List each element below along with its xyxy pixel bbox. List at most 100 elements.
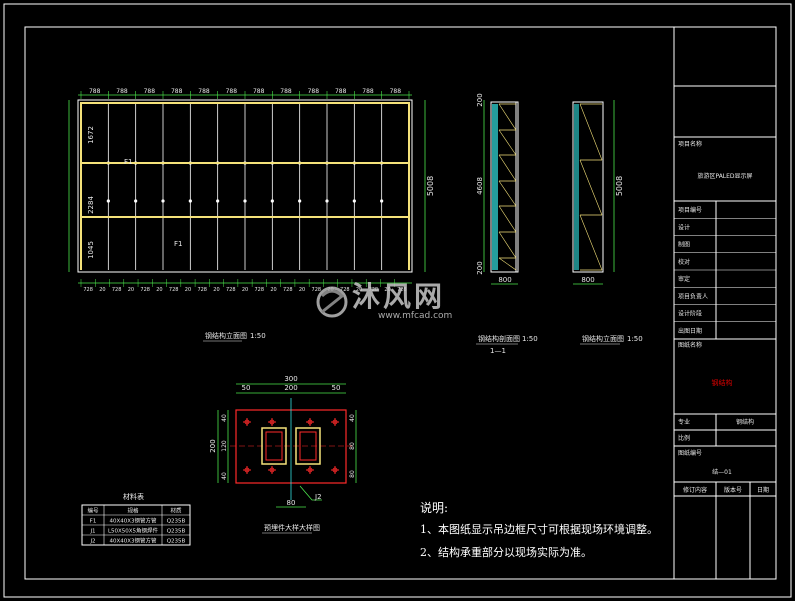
detail-right-dim-3: 80 xyxy=(349,470,356,478)
watermark-brand: 沐风网 xyxy=(352,280,445,313)
section1-bottom-dim: 800 xyxy=(498,276,511,284)
tb-rev-header-1: 修订内容 xyxy=(683,486,707,494)
outer-border xyxy=(3,3,792,598)
front-top-dim-label: 788 xyxy=(362,88,374,95)
front-bottom-dim-label: 20 xyxy=(270,287,276,293)
materials-cell: Q235B xyxy=(167,539,186,545)
front-joint xyxy=(298,199,302,203)
truss-diagonal xyxy=(498,205,517,233)
detail-bottom-dim: 80 xyxy=(287,499,296,507)
front-left-dim-2: 2284 xyxy=(87,196,95,214)
detail-top-dim-1: 50 xyxy=(242,384,251,392)
section2-right-dim: 5008 xyxy=(615,176,624,196)
front-top-dim-label: 788 xyxy=(335,88,347,95)
truss-diagonal xyxy=(498,129,517,156)
truss-diagonal xyxy=(579,214,603,271)
section1-dim-bottom: 200 xyxy=(476,261,484,274)
tb-ratio-label: 比例 xyxy=(678,434,690,442)
front-bottom-dim-label: 728 xyxy=(226,287,236,293)
tb-drawing-name-label: 图纸名称 xyxy=(678,341,702,349)
front-joint xyxy=(352,199,356,203)
front-joint xyxy=(325,199,329,203)
section-2-view: 5008 800 钢结构立面图 1:50 xyxy=(572,100,643,345)
detail-title: 预埋件大样大样图 xyxy=(264,523,320,532)
section2-scale: 1:50 xyxy=(627,335,643,343)
front-top-dim-label: 788 xyxy=(390,88,402,95)
tb-scale-label: 专业 xyxy=(678,418,690,426)
tb-scale-value: 钢结构 xyxy=(736,418,754,426)
materials-cell: 40X40X3钢管方管 xyxy=(109,517,157,525)
materials-cell: 材质 xyxy=(170,507,182,515)
front-bottom-dim-label: 728 xyxy=(283,287,293,293)
detail-left-dim-3: 40 xyxy=(221,472,228,480)
note-item-1: 1、本图纸显示吊边框尺寸可根据现场环境调整。 xyxy=(420,522,658,536)
materials-cell: 规格 xyxy=(127,507,139,515)
section2-bottom-dim: 800 xyxy=(581,276,594,284)
front-joint xyxy=(243,199,247,203)
front-bottom-dim-label: 728 xyxy=(197,287,207,293)
materials-cell: J1 xyxy=(89,529,95,535)
section2-frame xyxy=(572,101,604,273)
detail-left-total: 200 xyxy=(209,439,217,452)
drawing-frame xyxy=(24,26,777,580)
section1-title: 钢结构剖面图 xyxy=(478,334,520,343)
title-block-row-label: 设计阶段 xyxy=(678,310,702,318)
section1-truss xyxy=(498,102,517,272)
front-joint xyxy=(161,199,165,203)
section1-frame xyxy=(490,101,519,273)
tb-drawing-no-label: 图纸编号 xyxy=(678,449,702,457)
detail-tube-left xyxy=(261,427,287,465)
title-block-row-label: 校对 xyxy=(678,258,690,266)
watermark-url: www.mfcad.com xyxy=(378,311,452,321)
detail-right-dim-2: 80 xyxy=(349,442,356,450)
front-bottom-dim-label: 728 xyxy=(340,287,350,293)
front-left-dim-1: 1672 xyxy=(87,126,95,144)
materials-cell: J2 xyxy=(89,539,95,545)
truss-diagonal xyxy=(498,103,517,131)
section1-dim-top: 200 xyxy=(476,93,484,106)
detail-tube-right-inner xyxy=(299,431,317,461)
notes-block: 说明: 1、本图纸显示吊边框尺寸可根据现场环境调整。 2、结构承重部分以现场实际… xyxy=(420,500,658,559)
title-block-row-label: 出图日期 xyxy=(678,327,702,335)
front-bottom-dim-label: 728 xyxy=(254,287,264,293)
front-top-dim-label: 788 xyxy=(226,88,238,95)
front-view-title: 钢结构立面图 xyxy=(205,331,247,340)
truss-diagonal xyxy=(498,231,517,259)
front-top-dim-label: 788 xyxy=(280,88,292,95)
front-joint xyxy=(380,199,384,203)
front-joint xyxy=(270,199,274,203)
truss-diagonal xyxy=(498,180,517,207)
front-bottom-dim-label: 20 xyxy=(156,287,162,293)
detail-tube-left-inner xyxy=(265,431,283,461)
bolt-icon xyxy=(269,467,275,473)
detail-tube-right xyxy=(295,427,321,465)
front-top-dim-label: 788 xyxy=(144,88,156,95)
materials-cell: L50X50X5角钢焊件 xyxy=(108,527,159,535)
section1-dim-mid: 4608 xyxy=(476,177,484,195)
tb-drawing-name: 钢结构 xyxy=(712,378,733,387)
materials-cell: 40X40X3钢管方管 xyxy=(109,537,157,545)
front-left-dim-3: 1045 xyxy=(87,241,95,259)
front-bottom-dim-label: 728 xyxy=(169,287,179,293)
detail-left-dim-1: 40 xyxy=(221,414,228,422)
front-view-scale: 1:50 xyxy=(250,332,266,340)
front-bottom-dim-label: 20 xyxy=(99,287,105,293)
detail-top-dim-3: 50 xyxy=(332,384,341,392)
title-block-row-label: 制图 xyxy=(678,241,690,249)
title-block-row-label: 项目负责人 xyxy=(678,292,708,300)
front-right-dim: 5008 xyxy=(426,176,435,196)
front-top-dim-label: 788 xyxy=(253,88,265,95)
watermark: 沐风网 www.mfcad.com xyxy=(316,280,452,321)
front-label-f1-b: F1 xyxy=(174,240,182,248)
front-top-dim-label: 788 xyxy=(308,88,320,95)
front-bottom-dim-label: 20 xyxy=(299,287,305,293)
front-top-dim-label: 788 xyxy=(171,88,183,95)
front-bottom-dim-label: 20 xyxy=(384,287,390,293)
bolt-icon xyxy=(244,419,250,425)
front-bottom-dim-label: 20 xyxy=(185,287,191,293)
front-label-f1-a: F1 xyxy=(124,158,132,166)
